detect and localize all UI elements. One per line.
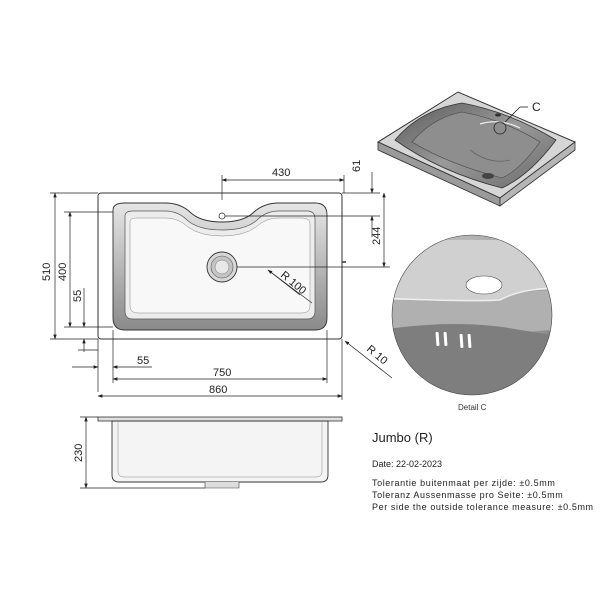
detail-callout-letter: C	[532, 100, 541, 114]
tolerance-note-nl: Tolerantie buitenmaat per zijde: ±0.5mm	[372, 478, 556, 488]
dim-outer-radius-label: R 10	[364, 343, 390, 367]
dim-total-height-label: 510	[41, 263, 53, 281]
sink-plan-view	[97, 192, 346, 340]
tolerance-note-de: Toleranz Aussenmasse pro Seite: ±0.5mm	[372, 490, 564, 500]
dim-bottom-margin-label: 55	[72, 290, 84, 302]
product-title: Jumbo (R)	[372, 430, 433, 445]
dim-depth-label: 230	[73, 444, 85, 462]
sink-side-view	[97, 416, 343, 489]
dim-tap-offset-label: 430	[272, 167, 290, 179]
dim-bowl-height-label: 400	[57, 263, 69, 281]
dim-bowl-width-label: 750	[213, 367, 231, 379]
plan-dimension-lines	[50, 172, 393, 400]
dim-drain-to-top-label: 244	[371, 227, 383, 245]
dim-top-margin-label: 61	[351, 160, 363, 172]
dim-total-width-label: 860	[209, 384, 227, 396]
detail-c-label: Detail C	[458, 403, 487, 412]
detail-c-view	[391, 234, 553, 396]
sink-3d-view	[376, 91, 576, 207]
dim-left-margin-label: 55	[137, 355, 149, 367]
side-dimension-lines	[80, 416, 205, 489]
drawing-date: Date: 22-02-2023	[372, 459, 443, 469]
tolerance-note-en: Per side the outside tolerance measure: …	[372, 502, 594, 512]
